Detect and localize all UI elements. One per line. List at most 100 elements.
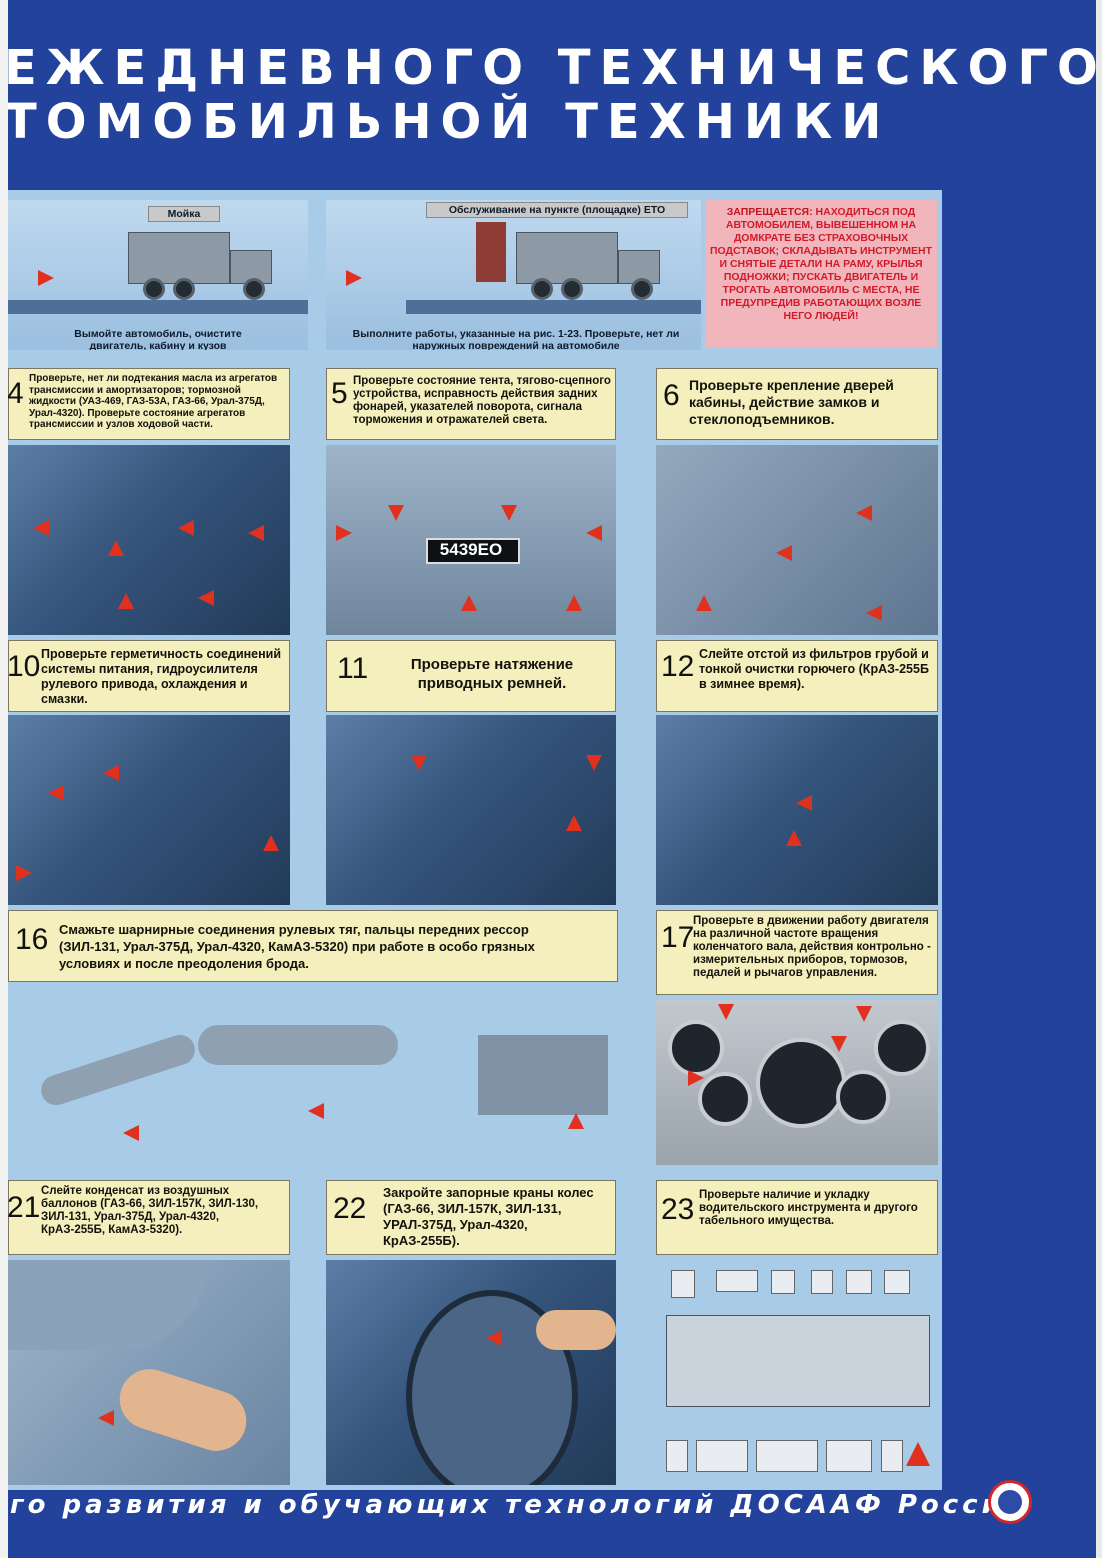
tool-icon — [666, 1440, 688, 1472]
gauge-icon — [698, 1072, 752, 1126]
arrow-icon — [796, 795, 812, 811]
step-22-caption: 22 Закройте запорные краны колес (ГАЗ-66… — [326, 1180, 616, 1255]
truck-top-view-icon — [666, 1315, 930, 1407]
arrow-icon — [16, 865, 32, 881]
arrow-icon — [501, 505, 517, 521]
step-text: Проверьте состояние тента, тягово-сцепно… — [353, 375, 611, 426]
step-16-caption: 16 Смажьте шарнирные соединения рулевых … — [8, 910, 618, 982]
tool-icon — [826, 1440, 872, 1472]
arrow-icon — [718, 1004, 734, 1020]
arrow-icon — [866, 605, 882, 621]
direction-arrow-icon — [346, 270, 362, 286]
wash-scene: Мойка Вымойте автомобиль, очистите двига… — [8, 200, 308, 350]
tool-icon — [696, 1440, 748, 1472]
step-number: 16 — [15, 923, 49, 956]
warning-box: ЗАПРЕЩАЕТСЯ: НАХОДИТЬСЯ ПОД АВТОМОБИЛЕМ,… — [705, 200, 937, 348]
step-text: Смажьте шарнирные соединения рулевых тяг… — [59, 922, 535, 971]
step-16-illustration — [8, 985, 618, 1175]
arrow-icon — [568, 1113, 584, 1129]
step-12-caption: 12 Слейте отстой из фильтров грубой и то… — [656, 640, 938, 712]
tie-rod-joint — [198, 1025, 398, 1065]
step-6-illustration — [656, 445, 938, 635]
step-text: Слейте конденсат из воздушных баллонов (… — [41, 1185, 259, 1236]
step-11-caption: 11 Проверьте натяжение приводных ремней. — [326, 640, 616, 712]
step-5-illustration: 5439ЕО — [326, 445, 616, 635]
wash-caption: Вымойте автомобиль, очистите двигатель, … — [74, 328, 242, 350]
step-number: 17 — [661, 921, 695, 954]
arrow-icon — [308, 1103, 324, 1119]
step-4-caption: 4 Проверьте, нет ли подтекания масла из … — [8, 368, 290, 440]
warning-text: НАХОДИТЬСЯ ПОД АВТОМОБИЛЕМ, ВЫВЕШЕННОМ Н… — [709, 206, 933, 322]
arrow-icon — [33, 520, 49, 536]
tool-icon — [846, 1270, 872, 1294]
arrow-icon — [178, 520, 194, 536]
arrow-icon — [248, 525, 264, 541]
step-text: Проверьте наличие и укладку водительског… — [699, 1189, 918, 1227]
tool-icon — [671, 1270, 695, 1298]
steering-rod — [37, 1031, 199, 1109]
arrow-icon — [566, 595, 582, 611]
eto-scene: Обслуживание на пункте (площадке) ЕТО Вы… — [326, 200, 701, 350]
tool-icon — [884, 1270, 910, 1294]
scan-margin — [0, 0, 8, 1558]
step-number: 6 — [663, 379, 680, 412]
step-text: Проверьте в движении работу двигателя на… — [693, 915, 931, 979]
step-21-illustration — [8, 1260, 290, 1485]
hand-icon — [111, 1361, 255, 1459]
arrow-icon — [263, 835, 279, 851]
arrow-icon — [103, 765, 119, 781]
wheel-icon — [143, 278, 165, 300]
arrow-icon — [831, 1036, 847, 1052]
gauge-icon — [836, 1070, 890, 1124]
step-4-illustration — [8, 445, 290, 635]
plate-number: 5439ЕО — [439, 540, 503, 559]
step-text: Проверьте герметичность соединений систе… — [41, 647, 282, 706]
arrow-icon — [118, 593, 134, 609]
step-17-illustration — [656, 1000, 938, 1165]
step-text: Проверьте крепление дверей кабины, дейст… — [689, 377, 894, 427]
step-number: 22 — [333, 1192, 367, 1225]
wash-tag: Мойка — [148, 206, 220, 222]
step-5-caption: 5 Проверьте состояние тента, тягово-сцеп… — [326, 368, 616, 440]
arrow-icon — [786, 830, 802, 846]
wheel-icon — [243, 278, 265, 300]
arrow-icon — [586, 755, 602, 771]
dosaaf-logo-icon — [988, 1480, 1032, 1524]
step-22-illustration — [326, 1260, 616, 1485]
step-21-caption: 21 Слейте конденсат из воздушных баллоно… — [8, 1180, 290, 1255]
step-12-illustration — [656, 715, 938, 905]
eto-platform — [406, 300, 701, 314]
step-number: 10 — [8, 650, 41, 683]
arrow-icon — [48, 785, 64, 801]
eto-truck-icon — [516, 232, 618, 284]
arrow-icon — [566, 815, 582, 831]
step-23-caption: 23 Проверьте наличие и укладку водительс… — [656, 1180, 938, 1255]
gauge-icon — [874, 1020, 930, 1076]
eto-shed — [476, 222, 506, 282]
footer-text: го развития и обучающих технологий ДОСАА… — [10, 1490, 1027, 1520]
warning-heading: ЗАПРЕЩАЕТСЯ: — [726, 206, 813, 218]
arrow-icon — [336, 525, 352, 541]
arrow-icon — [108, 540, 124, 556]
step-number: 5 — [331, 377, 348, 410]
arrow-icon — [198, 590, 214, 606]
spring-shackle — [478, 1035, 608, 1115]
poster-title-line-1: ЕЖЕДНЕВНОГО ТЕХНИЧЕСКОГО — [8, 40, 1096, 96]
step-17-caption: 17 Проверьте в движении работу двигателя… — [656, 910, 938, 995]
tool-icon — [881, 1440, 903, 1472]
tool-icon — [756, 1440, 818, 1472]
tool-icon — [771, 1270, 795, 1294]
air-tank — [8, 1260, 208, 1350]
arrow-icon — [856, 1006, 872, 1022]
step-11-illustration — [326, 715, 616, 905]
step-text: Проверьте, нет ли подтекания масла из аг… — [29, 373, 278, 430]
direction-arrow-icon — [38, 270, 54, 286]
step-number: 11 — [337, 652, 369, 685]
step-10-caption: 10 Проверьте герметичность соединений си… — [8, 640, 290, 712]
step-10-illustration — [8, 715, 290, 905]
arrow-icon — [856, 505, 872, 521]
arrow-icon — [123, 1125, 139, 1141]
step-text: Проверьте натяжение приводных ремней. — [410, 656, 574, 692]
wheel-icon — [531, 278, 553, 300]
wheel-icon — [631, 278, 653, 300]
